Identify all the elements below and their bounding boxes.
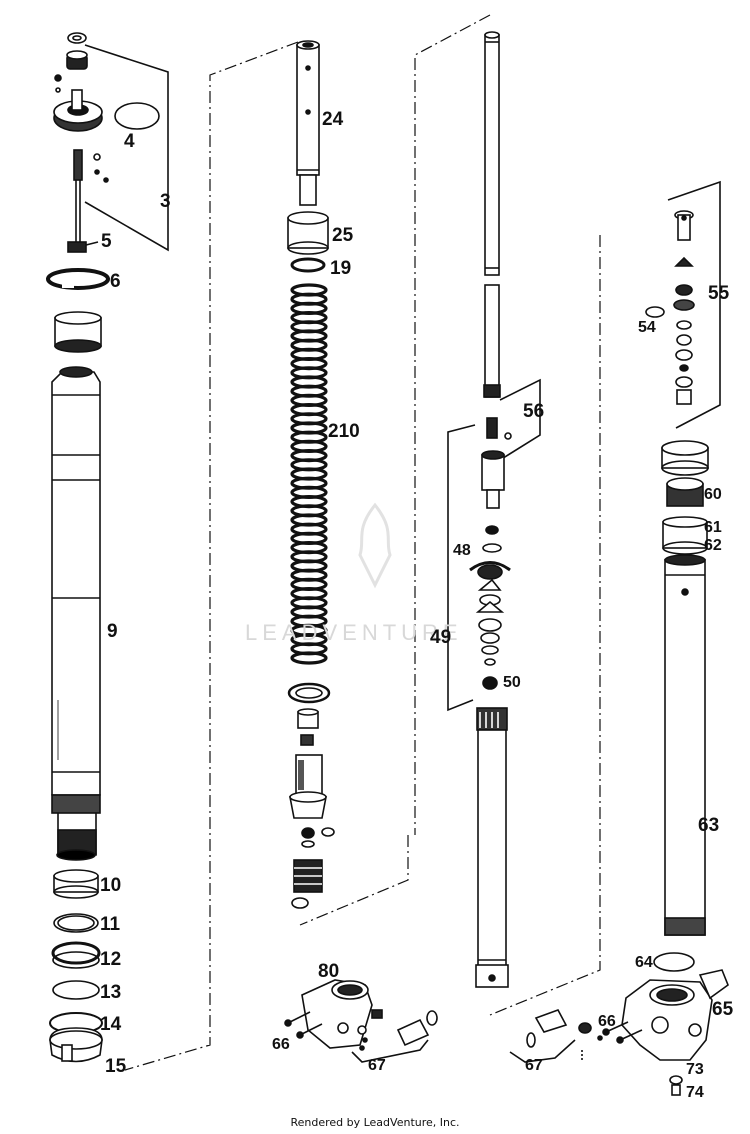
valve-56-bracket bbox=[447, 378, 541, 712]
label-63: 63 bbox=[698, 815, 720, 836]
label-73: 73 bbox=[686, 1061, 704, 1078]
lower-spring-parts bbox=[287, 682, 335, 909]
label-10: 10 bbox=[100, 875, 122, 896]
frame-55-bracket bbox=[667, 180, 721, 429]
circlip-6 bbox=[46, 268, 110, 290]
label-67-right: 67 bbox=[525, 1057, 543, 1074]
bracket-3 bbox=[84, 44, 169, 252]
label-11: 11 bbox=[100, 914, 121, 935]
label-64: 64 bbox=[635, 954, 653, 971]
label-54: 54 bbox=[638, 319, 656, 336]
lower-fitting-67 bbox=[509, 1009, 603, 1063]
label-15: 15 bbox=[105, 1056, 127, 1077]
label-49: 49 bbox=[430, 627, 452, 648]
label-61: 61 bbox=[704, 519, 722, 536]
label-67-left: 67 bbox=[368, 1057, 386, 1074]
dashed-frame-left bbox=[124, 41, 409, 1071]
label-3: 3 bbox=[160, 191, 171, 212]
label-48: 48 bbox=[453, 542, 471, 559]
label-6: 6 bbox=[110, 271, 121, 292]
watermark-flame-icon bbox=[358, 502, 392, 589]
label-80: 80 bbox=[318, 961, 340, 982]
label-62: 62 bbox=[704, 537, 722, 554]
label-25: 25 bbox=[332, 225, 354, 246]
label-19: 19 bbox=[330, 258, 352, 279]
label-65: 65 bbox=[712, 999, 734, 1020]
seal-head-60-62 bbox=[661, 440, 709, 555]
dashed-frame-right bbox=[414, 14, 601, 1016]
seals-10-15 bbox=[49, 869, 103, 1063]
spring-seat-24 bbox=[296, 40, 320, 206]
label-56: 56 bbox=[523, 401, 545, 422]
cap-assembly bbox=[53, 32, 160, 132]
fork-foot-65 bbox=[602, 952, 729, 1096]
label-13: 13 bbox=[100, 982, 122, 1003]
label-5: 5 bbox=[101, 231, 112, 252]
spacer-25 bbox=[287, 211, 329, 273]
label-50: 50 bbox=[503, 674, 521, 691]
label-24: 24 bbox=[322, 109, 344, 130]
label-12: 12 bbox=[100, 949, 122, 970]
clamp-80 bbox=[284, 979, 438, 1063]
spring-coil bbox=[290, 651, 328, 665]
label-55: 55 bbox=[708, 283, 730, 304]
label-66-left: 66 bbox=[272, 1036, 290, 1053]
cartridge-tube bbox=[475, 707, 509, 988]
label-4: 4 bbox=[124, 131, 135, 152]
label-74: 74 bbox=[686, 1084, 704, 1101]
label-14: 14 bbox=[100, 1014, 122, 1035]
label-9: 9 bbox=[107, 621, 118, 642]
spring-210 bbox=[290, 283, 328, 665]
footer-credit: Rendered by LeadVenture, Inc. bbox=[290, 1116, 460, 1129]
label-210: 210 bbox=[328, 421, 360, 442]
compression-valve-55 bbox=[645, 210, 695, 405]
outer-tube-9 bbox=[51, 366, 101, 861]
label-66-right: 66 bbox=[598, 1013, 616, 1030]
damper-rod-upper bbox=[67, 149, 109, 253]
label-60: 60 bbox=[704, 486, 722, 503]
inner-tube-63 bbox=[664, 554, 706, 936]
watermark-text: LEADVENTURE bbox=[245, 620, 463, 645]
valve-stack-49 bbox=[469, 417, 512, 690]
piston-rod bbox=[483, 31, 501, 398]
bushing-top bbox=[54, 311, 102, 353]
